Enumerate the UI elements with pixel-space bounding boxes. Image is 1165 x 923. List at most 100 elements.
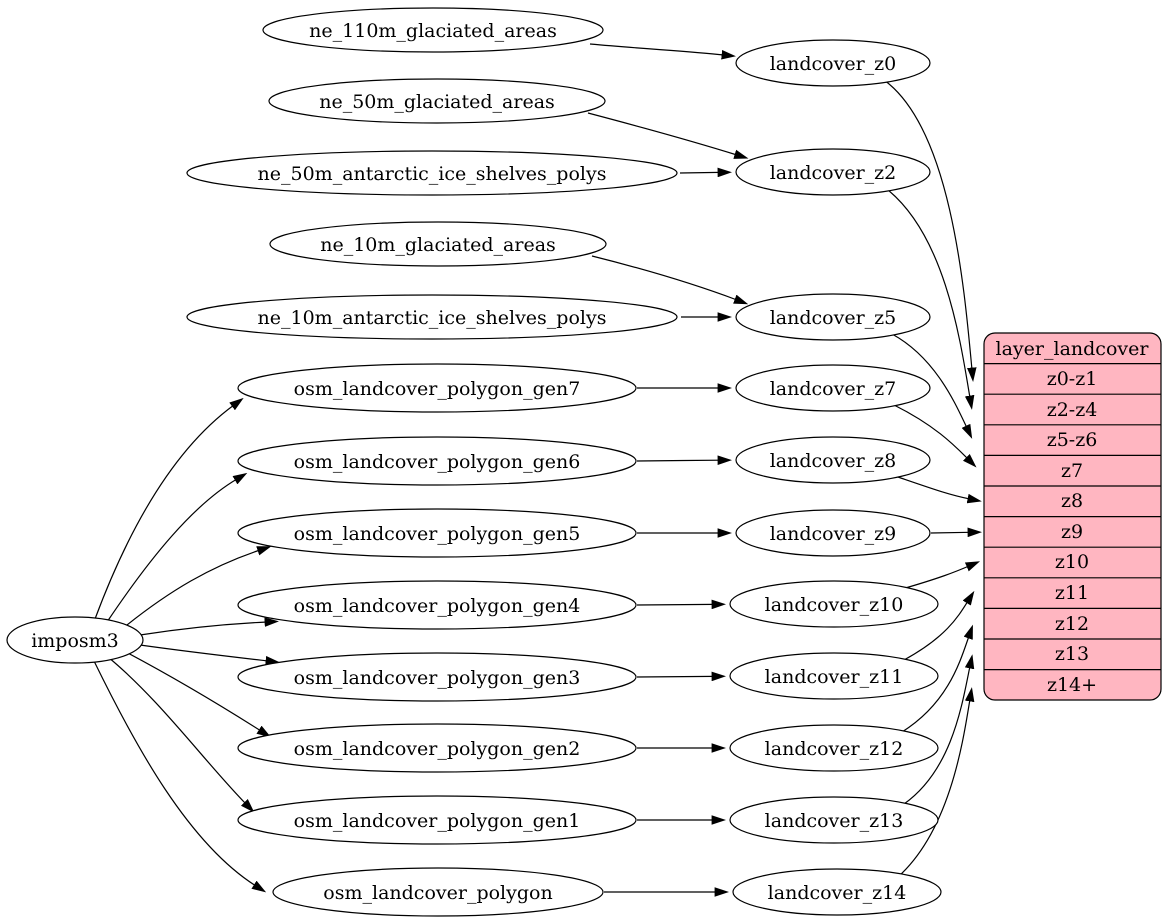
node-ellipse <box>237 652 637 702</box>
node-osm-landcover-polygon-gen4: osm_landcover_polygon_gen4 <box>237 580 637 630</box>
edge-imposm3-gen5 <box>121 546 272 630</box>
node-label: ne_10m_glaciated_areas <box>320 234 556 256</box>
layer-table-row: z8 <box>1061 490 1083 512</box>
node-ellipse <box>735 293 931 341</box>
node-label: osm_landcover_polygon_gen7 <box>294 378 581 400</box>
node-landcover-z2: landcover_z2 <box>735 148 931 196</box>
layer-table-row: z12 <box>1055 613 1089 635</box>
node-ne-10m-glaciated-areas: ne_10m_glaciated_areas <box>269 221 607 267</box>
edge-ne50m-glaciated-z2 <box>587 112 749 159</box>
node-label: landcover_z8 <box>770 450 897 472</box>
node-label: imposm3 <box>31 630 119 652</box>
edge-imposm3-gen3 <box>139 644 280 666</box>
edge-imposm3-gen2 <box>123 650 272 738</box>
edge-z9-row-z9 <box>930 527 982 538</box>
node-ellipse <box>186 150 678 196</box>
edge-imposm3-polygon <box>93 660 267 893</box>
edge-z2-row-z2z4 <box>887 189 975 410</box>
node-ellipse <box>237 723 637 773</box>
node-ne-50m-antarctic-ice-shelves-polys: ne_50m_antarctic_ice_shelves_polys <box>186 150 678 196</box>
node-ellipse <box>732 868 942 916</box>
edge-imposm3-gen4 <box>139 617 279 636</box>
edge-z10-row-z10 <box>901 561 981 590</box>
edge-ne50m-antarctic-z2 <box>679 167 732 178</box>
edge-imposm3-gen1 <box>107 656 255 813</box>
edge-z11-row-z11 <box>903 590 975 661</box>
node-landcover-z8: landcover_z8 <box>735 436 931 484</box>
node-label: landcover_z11 <box>765 666 904 688</box>
node-ne-10m-antarctic-ice-shelves-polys: ne_10m_antarctic_ice_shelves_polys <box>186 294 678 340</box>
node-label: osm_landcover_polygon_gen1 <box>294 810 581 832</box>
layer-landcover-table: layer_landcover z0-z1 z2-z4 z5-z6 z7 z8 … <box>983 332 1162 701</box>
edge-imposm3-gen7 <box>94 397 244 620</box>
node-label: landcover_z7 <box>770 378 897 400</box>
node-label: landcover_z12 <box>765 738 904 760</box>
node-ellipse <box>186 294 678 340</box>
node-imposm3: imposm3 <box>6 616 144 664</box>
node-label: ne_110m_glaciated_areas <box>309 20 557 42</box>
node-label: osm_landcover_polygon_gen6 <box>294 451 581 473</box>
node-ellipse <box>269 221 607 267</box>
node-landcover-z7: landcover_z7 <box>735 364 931 412</box>
node-landcover-z10: landcover_z10 <box>729 580 939 628</box>
node-label: ne_50m_antarctic_ice_shelves_polys <box>258 163 607 185</box>
node-ellipse <box>262 7 604 53</box>
node-label: landcover_z5 <box>770 307 897 329</box>
node-ellipse <box>237 508 637 558</box>
node-landcover-z5: landcover_z5 <box>735 293 931 341</box>
node-osm-landcover-polygon-gen5: osm_landcover_polygon_gen5 <box>237 508 637 558</box>
node-ellipse <box>268 78 606 124</box>
node-landcover-z13: landcover_z13 <box>729 796 939 844</box>
layer-table-row: z11 <box>1055 582 1089 604</box>
node-ellipse <box>237 795 637 845</box>
node-label: osm_landcover_polygon <box>323 882 552 904</box>
node-label: landcover_z10 <box>765 594 904 616</box>
node-ellipse <box>272 867 604 917</box>
node-label: landcover_z0 <box>770 53 897 75</box>
node-landcover-z14: landcover_z14 <box>732 868 942 916</box>
layer-table-title: layer_landcover <box>996 338 1150 360</box>
nodes: imposm3 ne_110m_glaciated_areas ne_50m_g… <box>6 7 942 917</box>
node-ellipse <box>729 652 939 700</box>
node-osm-landcover-polygon-gen7: osm_landcover_polygon_gen7 <box>237 363 637 413</box>
node-ellipse <box>729 724 939 772</box>
node-ellipse <box>237 580 637 630</box>
node-landcover-z11: landcover_z11 <box>729 652 939 700</box>
layer-table-row: z0-z1 <box>1047 368 1098 390</box>
layer-table-row: z14+ <box>1047 674 1097 696</box>
node-label: landcover_z14 <box>768 882 907 904</box>
node-label: ne_50m_glaciated_areas <box>319 91 555 113</box>
node-ellipse <box>735 436 931 484</box>
node-label: osm_landcover_polygon_gen2 <box>294 738 581 760</box>
node-label: landcover_z9 <box>770 523 897 545</box>
edge-z13-row-z13 <box>903 654 975 805</box>
node-osm-landcover-polygon-gen1: osm_landcover_polygon_gen1 <box>237 795 637 845</box>
node-ellipse <box>735 148 931 196</box>
node-landcover-z12: landcover_z12 <box>729 724 939 772</box>
edge-gen6-z8 <box>636 455 732 466</box>
node-landcover-z9: landcover_z9 <box>735 509 931 557</box>
edge-gen4-z10 <box>636 599 726 610</box>
node-osm-landcover-polygon-gen3: osm_landcover_polygon_gen3 <box>237 652 637 702</box>
node-osm-landcover-polygon-gen2: osm_landcover_polygon_gen2 <box>237 723 637 773</box>
node-label: ne_10m_antarctic_ice_shelves_polys <box>258 307 607 329</box>
edge-z12-row-z12 <box>901 624 973 733</box>
edge-ne10m-glaciated-z5 <box>591 255 749 305</box>
node-ne-50m-glaciated-areas: ne_50m_glaciated_areas <box>268 78 606 124</box>
layer-table-row: z5-z6 <box>1047 429 1098 451</box>
edge-z14-row-z14 <box>897 687 975 878</box>
node-landcover-z0: landcover_z0 <box>735 39 931 87</box>
layer-table-row: z7 <box>1061 460 1083 482</box>
edges <box>93 43 982 897</box>
node-osm-landcover-polygon: osm_landcover_polygon <box>272 867 604 917</box>
edge-z0-row-z0z1 <box>883 79 977 382</box>
node-ellipse <box>735 39 931 87</box>
edge-gen3-z11 <box>636 671 726 682</box>
layer-table-row: z9 <box>1061 521 1083 543</box>
edge-z8-row-z8 <box>897 476 982 504</box>
node-ellipse <box>729 580 939 628</box>
node-label: osm_landcover_polygon_gen3 <box>294 667 581 689</box>
layer-table-row: z10 <box>1055 551 1089 573</box>
